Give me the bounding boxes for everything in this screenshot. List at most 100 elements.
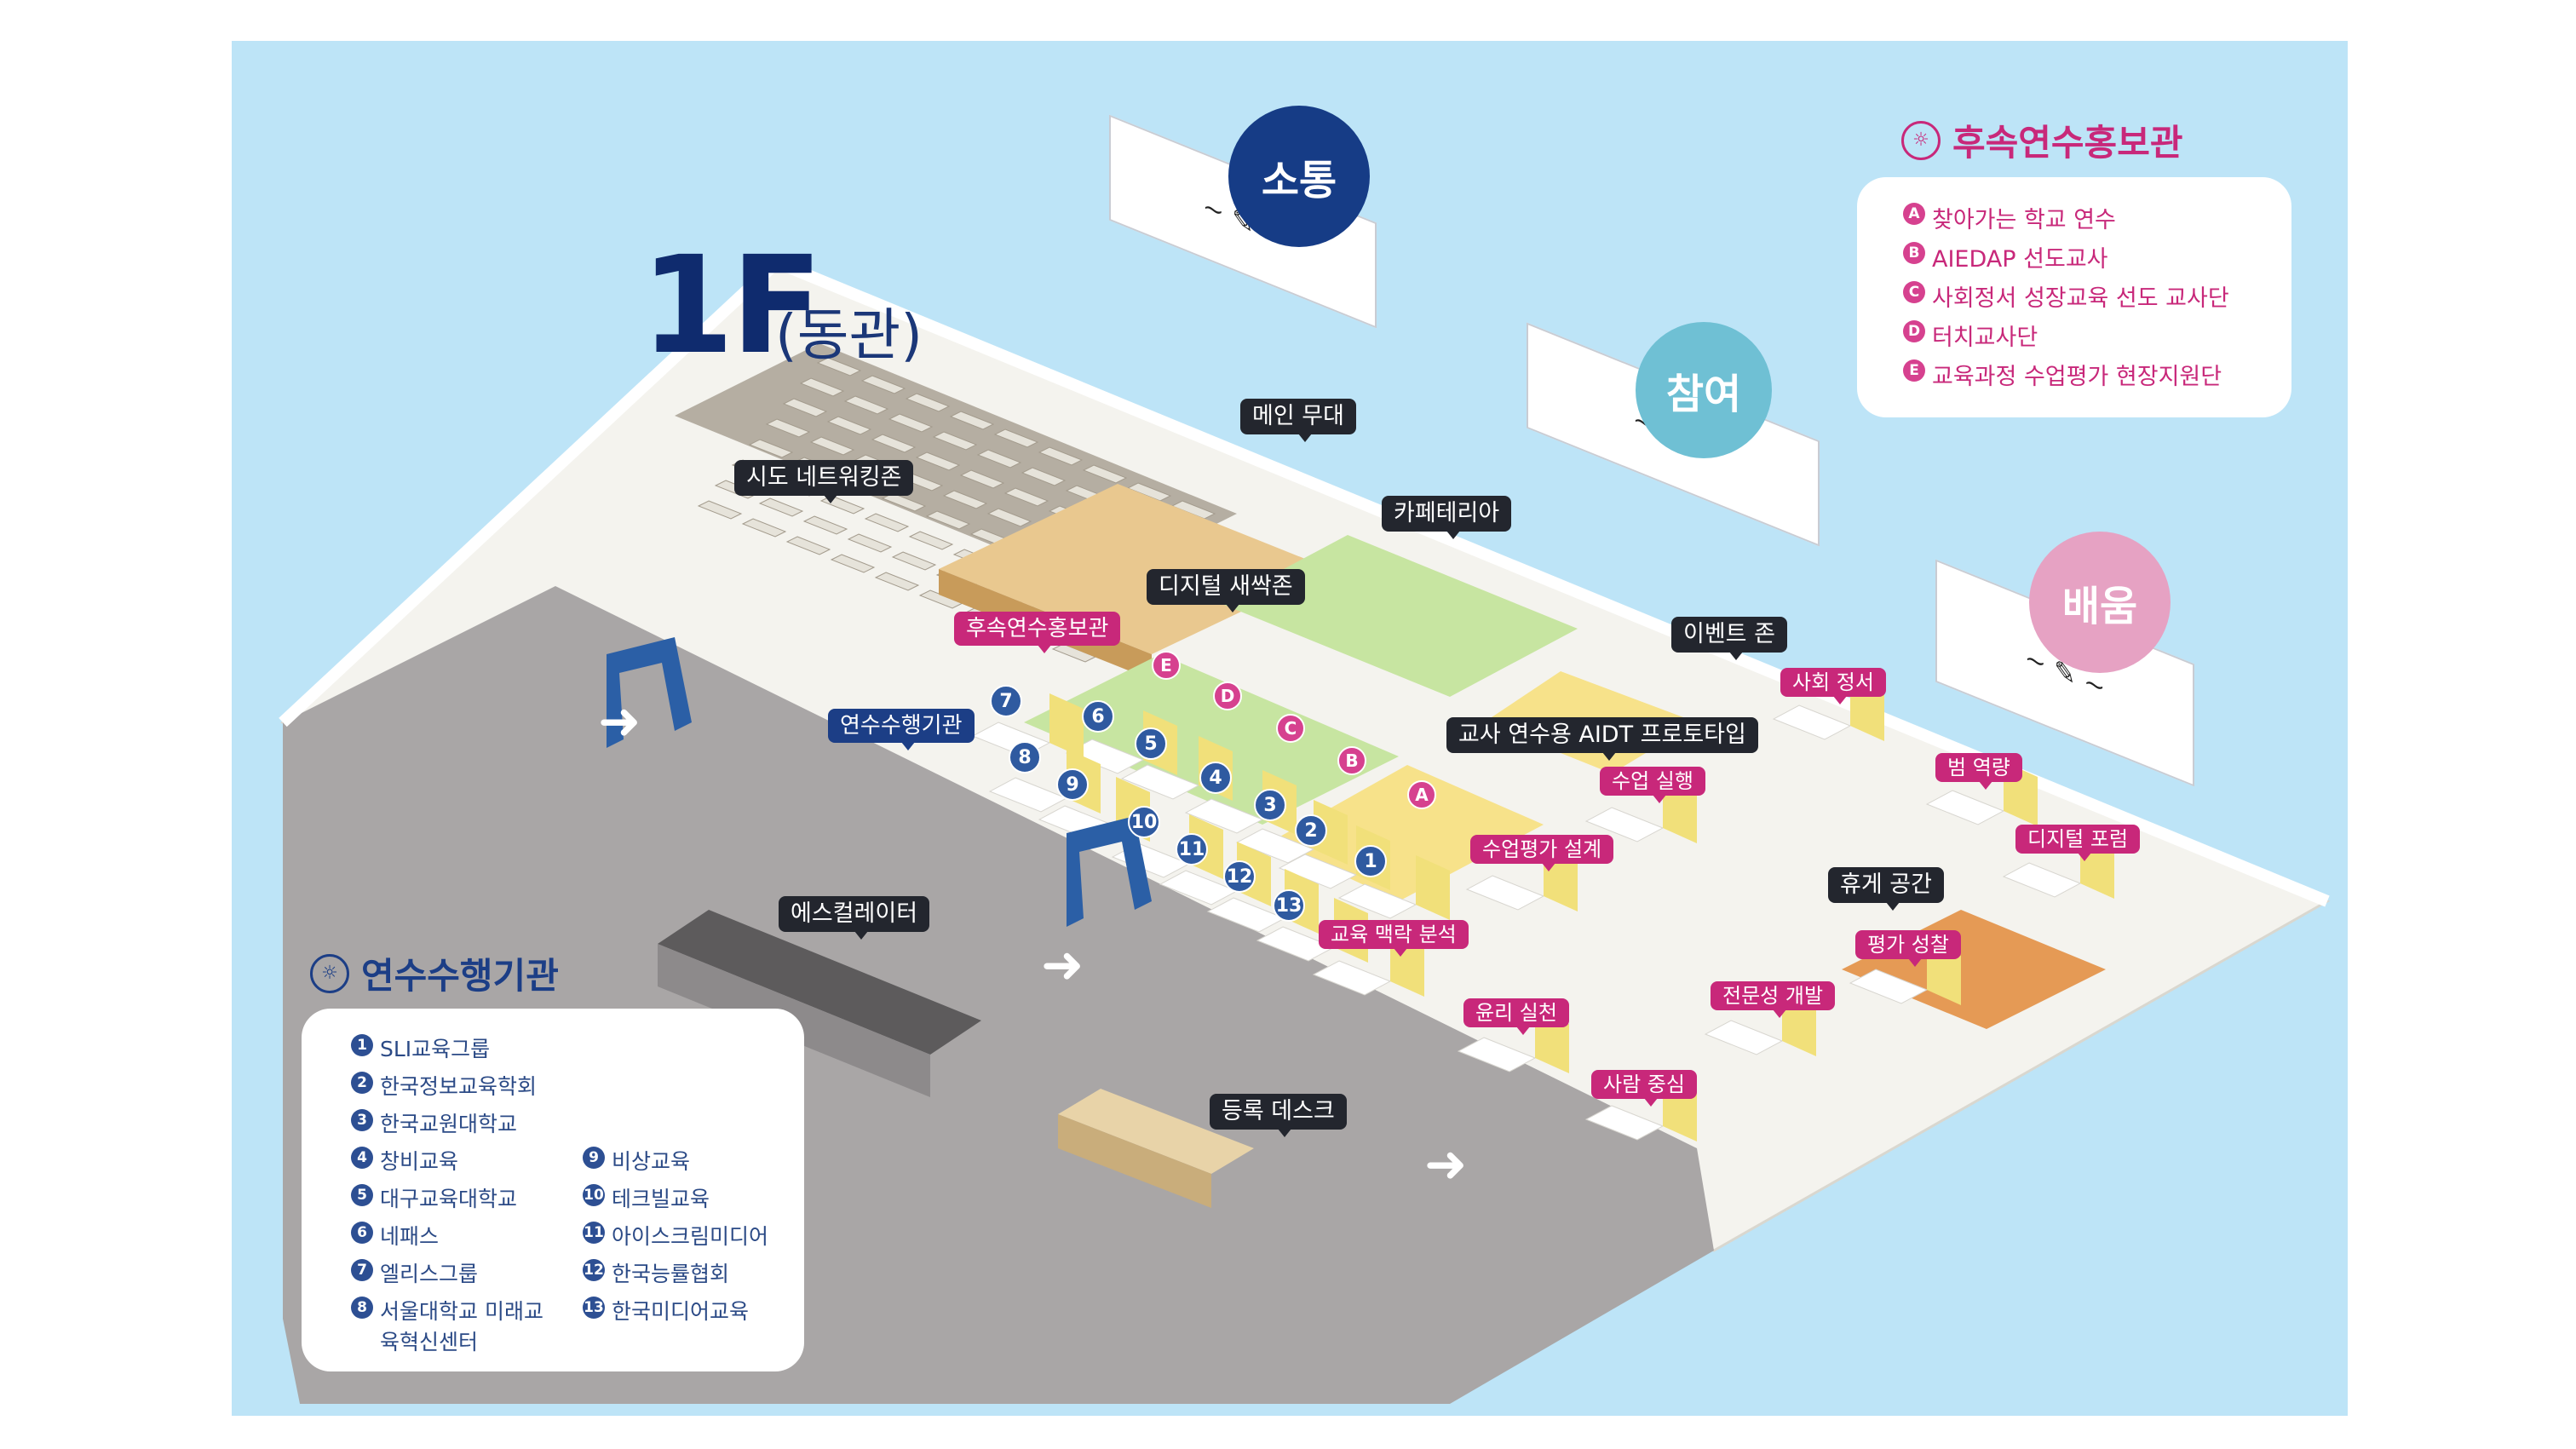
theme-participation: 참여	[1636, 322, 1772, 458]
seat	[993, 428, 1039, 448]
reception-desk	[1058, 1089, 1254, 1174]
training-item-badge: 7	[351, 1259, 373, 1281]
label-cafeteria[interactable]: 카페테리아	[1382, 496, 1512, 539]
booth-block	[1925, 790, 2005, 825]
booth-3[interactable]: 3	[1254, 789, 1286, 821]
seat	[847, 533, 893, 553]
promo-legend-header: ☼ 후속연수홍보관	[1901, 114, 2182, 166]
training-item-label: 한국능률협회	[612, 1262, 730, 1286]
label-digital[interactable]: 디지털 새싹존	[1147, 569, 1305, 612]
entrance-gate-1	[607, 637, 692, 748]
label-social[interactable]: 사회 정서	[1780, 668, 1886, 704]
booth-2[interactable]: 2	[1295, 814, 1327, 847]
booth-5[interactable]: 5	[1135, 727, 1167, 760]
entrance-gate-2	[1067, 816, 1152, 927]
seat	[785, 536, 831, 555]
seat	[826, 416, 872, 435]
seat	[915, 451, 961, 471]
label-law[interactable]: 범 역량	[1935, 753, 2022, 790]
training-item-label: 아이스크림미디어	[612, 1224, 769, 1249]
seat	[925, 510, 971, 530]
label-reflect[interactable]: 평가 성찰	[1855, 930, 1961, 967]
booth-10[interactable]: 10	[1128, 806, 1160, 838]
entrance-arrow-3: ➜	[1424, 1135, 1468, 1194]
booth-A[interactable]: A	[1407, 780, 1436, 809]
booth-6[interactable]: 6	[1082, 700, 1114, 733]
booth-wall	[1314, 800, 1348, 865]
label-expert[interactable]: 전문성 개발	[1711, 981, 1836, 1018]
label-training[interactable]: 연수수행기관	[828, 709, 975, 750]
seat	[765, 418, 811, 438]
booth-11[interactable]: 11	[1176, 833, 1208, 865]
label-main-stage[interactable]: 메인 무대	[1240, 399, 1356, 442]
seat	[949, 411, 995, 430]
promo-item-badge: D	[1903, 320, 1925, 342]
booth-B[interactable]: B	[1337, 746, 1366, 775]
booth-wall	[1416, 855, 1450, 920]
booth-block	[1256, 926, 1336, 962]
training-item-label: 테크빌교육	[612, 1187, 710, 1211]
label-human[interactable]: 사람 중심	[1591, 1070, 1697, 1107]
seat	[782, 398, 828, 417]
booth-wall	[1049, 693, 1084, 758]
booth-block	[1584, 807, 1665, 842]
training-item-badge: 8	[351, 1297, 373, 1319]
training-item-label: 대구교육대학교	[380, 1187, 518, 1211]
booth-D[interactable]: D	[1213, 681, 1242, 710]
booth-block	[1337, 883, 1417, 919]
booth-block	[1184, 798, 1264, 834]
entrance-arrow-2: ➜	[1041, 935, 1084, 995]
label-event[interactable]: 이벤트 존	[1671, 617, 1787, 660]
label-escalator[interactable]: 에스컬레이터	[779, 896, 930, 940]
seat	[1003, 487, 1049, 507]
seat	[741, 518, 787, 538]
booth-12[interactable]: 12	[1223, 860, 1256, 893]
theme-learning: 배움	[2029, 532, 2171, 673]
booth-7[interactable]: 7	[990, 685, 1022, 717]
booth-13[interactable]: 13	[1273, 889, 1305, 922]
label-promo[interactable]: 후속연수홍보관	[954, 612, 1121, 653]
booth-1[interactable]: 1	[1354, 845, 1387, 877]
label-rest[interactable]: 휴게 공간	[1828, 867, 1944, 911]
training-item-label: 한국미디어교육	[612, 1299, 750, 1324]
promo-item-badge: A	[1903, 203, 1925, 225]
booth-8[interactable]: 8	[1009, 741, 1041, 773]
floor-title: 1F (동관)	[641, 239, 923, 373]
label-forum[interactable]: 디지털 포럼	[2015, 825, 2141, 861]
seat	[864, 513, 910, 532]
label-context[interactable]: 교육 맥락 분석	[1319, 920, 1469, 957]
promo-legend-title: 후속연수홍보관	[1952, 122, 2183, 164]
seat	[976, 449, 1022, 469]
promo-item-label: AIEDAP 선도교사	[1932, 246, 2108, 273]
seat	[748, 439, 794, 458]
training-item-badge: 2	[351, 1072, 373, 1094]
booth-C[interactable]: C	[1276, 714, 1305, 743]
cafeteria-floor	[1220, 535, 1578, 697]
seat	[1082, 464, 1128, 484]
booth-block	[988, 777, 1068, 813]
booth-4[interactable]: 4	[1199, 762, 1232, 794]
label-aidt[interactable]: 교사 연수용 AIDT 프로토타입	[1446, 717, 1758, 761]
label-ethics[interactable]: 윤리 실천	[1463, 998, 1569, 1035]
digital-zone-floor	[1024, 654, 1399, 825]
label-lesson[interactable]: 수업 실행	[1600, 767, 1705, 803]
label-network[interactable]: 시도 네트워킹존	[734, 460, 914, 503]
booth-9[interactable]: 9	[1056, 768, 1089, 801]
booth-block	[1704, 1020, 1784, 1055]
booth-E[interactable]: E	[1152, 651, 1181, 680]
training-item-badge: 13	[583, 1297, 605, 1319]
label-eval[interactable]: 수업평가 설계	[1470, 835, 1614, 871]
booth-block	[1584, 1105, 1665, 1141]
seat	[758, 497, 804, 517]
entrance-arrow-1: ➜	[598, 692, 641, 751]
label-desk[interactable]: 등록 데스크	[1210, 1094, 1347, 1137]
